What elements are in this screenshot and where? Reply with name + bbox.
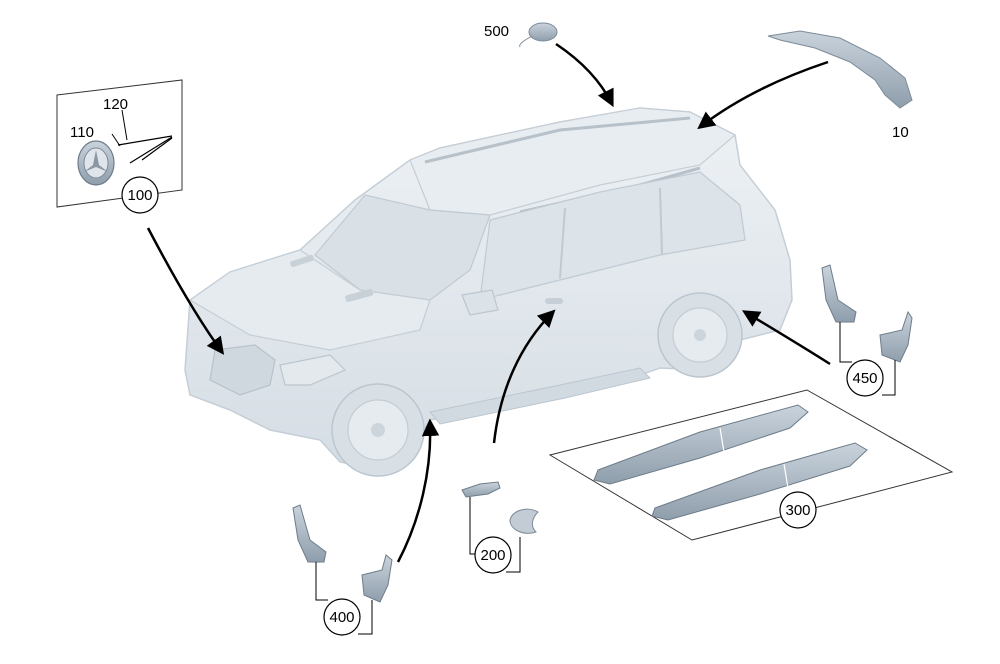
- door-handle: [545, 298, 563, 304]
- running-board: [429, 367, 651, 425]
- arrow-100: [146, 227, 225, 355]
- arrow-500: [555, 42, 614, 108]
- callout-circle-100: [121, 176, 159, 214]
- mercedes-star-badge-icon: [77, 140, 115, 186]
- part-10-roof-spoiler: 10: [767, 30, 913, 141]
- part-100-group: 120 110 100: [56, 79, 183, 214]
- mudflap-rear-right: [879, 310, 913, 363]
- label-400: 400: [329, 609, 354, 626]
- arrow-450: [741, 310, 831, 366]
- leader-120: [121, 109, 128, 141]
- label-110: 110: [70, 124, 94, 141]
- leader-400-left: [315, 562, 328, 601]
- label-500: 500: [484, 23, 509, 40]
- part-500-roof-module: 500: [484, 22, 558, 48]
- leader-110: [111, 133, 121, 147]
- c-pillar: [659, 187, 663, 256]
- mounting-clips: [117, 135, 173, 164]
- vehicle-hood: [188, 249, 431, 351]
- leader-450-right: [882, 360, 896, 396]
- callout-circle-450: [846, 359, 884, 397]
- roof-rail: [424, 116, 691, 164]
- mudflap-rear-left: [821, 264, 857, 323]
- label-300: 300: [785, 502, 810, 519]
- part-200-handle-trims: 200: [461, 481, 539, 574]
- handle-trim-top: [461, 481, 501, 498]
- detail-frame-100: [56, 79, 183, 208]
- part-400-front-mudflaps: 400: [292, 504, 393, 636]
- label-10: 10: [892, 124, 909, 141]
- mudflap-front-right: [361, 554, 393, 603]
- side-mirror: [461, 289, 499, 316]
- label-450: 450: [852, 370, 877, 387]
- running-board-lower: [651, 442, 868, 521]
- label-120: 120: [103, 96, 128, 113]
- suv-vehicle-illustration: [184, 107, 793, 477]
- b-pillar: [559, 207, 566, 279]
- leader-200-top: [469, 497, 478, 555]
- part-300-running-boards: 300: [548, 389, 954, 541]
- vehicle-grille: [209, 344, 276, 396]
- callout-circle-200: [474, 536, 512, 574]
- label-100: 100: [127, 187, 152, 204]
- running-board-upper: [593, 404, 809, 485]
- leader-200-cup: [506, 537, 521, 573]
- part-450-rear-mudflaps: 450: [821, 264, 913, 397]
- leader-400-right: [358, 600, 373, 635]
- board-joint: [783, 463, 789, 489]
- arrow-400: [396, 418, 440, 563]
- handle-recess-cup: [509, 508, 539, 534]
- callout-circle-300: [779, 491, 817, 529]
- arrow-200: [492, 309, 556, 444]
- hood-vents: [290, 254, 374, 303]
- label-200: 200: [480, 547, 505, 564]
- mudflap-front-left: [292, 504, 327, 563]
- arrow-10: [697, 60, 829, 130]
- rear-wheel: [657, 292, 743, 378]
- board-joint: [719, 427, 725, 453]
- vehicle-headlight: [279, 354, 347, 386]
- callout-circle-400: [323, 598, 361, 636]
- detail-frame-300: [548, 389, 954, 541]
- vehicle-side-windows: [479, 171, 746, 301]
- leader-450-left: [839, 322, 852, 363]
- roof-spoiler-shape: [767, 30, 913, 109]
- front-wheel: [331, 383, 425, 477]
